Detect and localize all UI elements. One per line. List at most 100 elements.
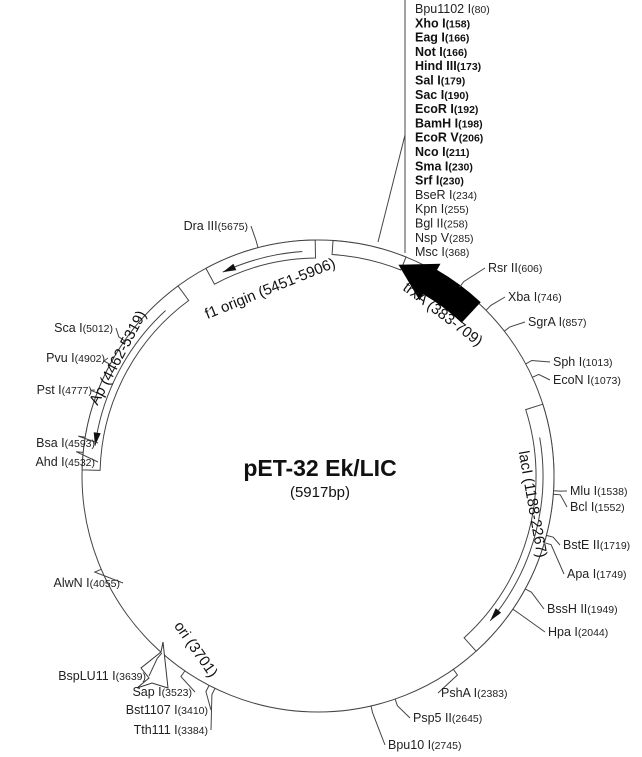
site-position: (1949): [587, 604, 617, 616]
site-label: Kpn I(255): [415, 202, 469, 216]
site-name: Msc I: [415, 245, 445, 259]
site-position: (166): [443, 47, 468, 59]
site-position: (857): [562, 317, 587, 329]
site-position: (234): [453, 190, 478, 202]
site-position: (192): [454, 104, 479, 116]
site-label: Eag I(166): [415, 31, 469, 45]
site-tick: [485, 296, 506, 311]
site-tick: [546, 534, 561, 546]
site-label: Bst1107 I(3410): [126, 703, 208, 717]
lacI-direction-line: [489, 437, 544, 622]
site-name: EcoR I: [415, 102, 454, 116]
site-label: BamH I(198): [415, 116, 483, 130]
site-label: Ahd I(4532): [35, 455, 95, 469]
site-position: (5675): [218, 221, 248, 233]
site-name: Mlu I: [570, 484, 597, 498]
site-position: (158): [446, 18, 471, 30]
site-tick: [532, 373, 551, 381]
site-name: Xba I: [508, 290, 537, 304]
site-position: (4777): [62, 385, 92, 397]
site-position: (1749): [596, 569, 626, 581]
site-tick: [437, 669, 459, 694]
site-label: Bsa I(4593): [36, 436, 95, 450]
site-position: (1538): [597, 486, 627, 498]
site-name: Eag I: [415, 31, 445, 45]
site-label: BseR I(234): [415, 188, 477, 202]
site-name: Hpa I: [548, 625, 578, 639]
site-tick: [90, 389, 98, 394]
site-position: (285): [449, 233, 474, 245]
site-label: Msc I(368): [415, 245, 469, 259]
site-tick: [459, 267, 486, 288]
site-tick: [115, 327, 125, 342]
site-name: Dra III: [184, 219, 218, 233]
site-position: (5012): [83, 323, 113, 335]
site-label: Bgl II(258): [415, 217, 468, 231]
site-tick: [78, 435, 99, 444]
site-name: Sph I: [553, 355, 582, 369]
site-position: (1719): [600, 540, 630, 552]
site-name: Sal I: [415, 74, 441, 88]
site-position: (230): [439, 176, 464, 188]
site-label: Sac I(190): [415, 88, 469, 102]
site-name: Bgl II: [415, 217, 444, 231]
site-position: (255): [444, 204, 469, 216]
lacI-box: [463, 403, 555, 652]
feature-label-ori: ori (3701): [170, 618, 221, 680]
site-position: (2745): [431, 740, 461, 752]
site-name: Pst I: [37, 383, 62, 397]
site-label: Hind III(173): [415, 59, 481, 73]
site-position: (3384): [178, 725, 208, 737]
site-name: Apa I: [567, 567, 596, 581]
site-label: Nsp V(285): [415, 231, 474, 245]
site-position: (4532): [65, 457, 95, 469]
site-label: EcoR I(192): [415, 102, 478, 116]
site-name: Hind III: [415, 59, 457, 73]
site-position: (3410): [178, 705, 208, 717]
site-name: BseR I: [415, 188, 453, 202]
site-label: EcoN I(1073): [553, 373, 621, 387]
site-position: (179): [441, 76, 466, 88]
Ap-direction-line: [94, 310, 166, 446]
site-label: SgrA I(857): [528, 315, 587, 329]
site-tick: [370, 705, 386, 746]
site-label: Rsr II(606): [488, 261, 542, 275]
site-name: Nco I: [415, 145, 446, 159]
site-position: (2044): [578, 627, 608, 639]
site-tick: [525, 359, 551, 365]
site-tick: [503, 321, 526, 332]
site-name: Bcl I: [570, 500, 594, 514]
site-tick: [148, 652, 163, 677]
site-label: AlwN I(4055): [54, 576, 120, 590]
site-label: BstE II(1719): [563, 538, 630, 552]
site-label: Sph I(1013): [553, 355, 613, 369]
site-name: Sap I: [132, 685, 161, 699]
site-label: Mlu I(1538): [570, 484, 627, 498]
site-name: Sac I: [415, 88, 444, 102]
site-name: Rsr II: [488, 261, 518, 275]
site-label: Not I(166): [415, 45, 467, 59]
site-position: (3523): [162, 687, 192, 699]
site-position: (173): [457, 61, 482, 73]
site-label: Pst I(4777): [37, 383, 92, 397]
site-name: Xho I: [415, 16, 446, 30]
site-label: Sma I(230): [415, 159, 473, 173]
site-position: (4593): [65, 438, 95, 450]
site-label: Xho I(158): [415, 16, 470, 30]
f1-arrowhead-icon: [222, 263, 237, 273]
site-position: (3639): [116, 671, 146, 683]
site-position: (198): [458, 118, 483, 130]
site-name: Bpu1102 I: [415, 2, 471, 16]
site-label: Srf I(230): [415, 174, 464, 188]
site-name: BstE II: [563, 538, 600, 552]
site-label: Sal I(179): [415, 74, 465, 88]
site-position: (190): [444, 90, 469, 102]
site-name: Tth111 I: [134, 723, 178, 737]
mcs-connector-line: [377, 134, 406, 243]
site-name: AlwN I: [54, 576, 90, 590]
site-label: Bcl I(1552): [570, 500, 625, 514]
site-tick: [524, 588, 545, 610]
site-position: (80): [471, 4, 490, 16]
site-position: (4055): [90, 578, 120, 590]
site-label: Hpa I(2044): [548, 625, 608, 639]
